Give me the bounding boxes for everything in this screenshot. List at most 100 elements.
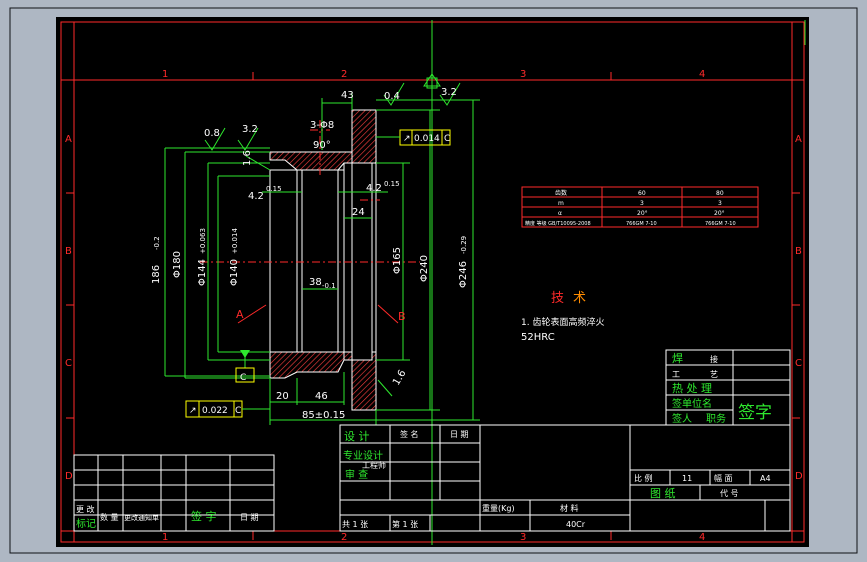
runout-top-frame: ↗ 0.014 C — [376, 129, 451, 146]
tb-designer: 设 计 — [344, 430, 370, 443]
tb-rev-date: 日 期 — [240, 513, 259, 522]
tb-sign: 签 名 — [400, 429, 419, 439]
tb-material-value: 40Cr — [566, 520, 586, 529]
zone-col-2-bottom: 2 — [341, 532, 347, 543]
tb-sheet-value: A4 — [760, 474, 771, 483]
rough-32b: 3.2 — [441, 87, 457, 98]
tb-rev-count: 数 量 — [100, 512, 119, 522]
tb-sign-unit: 签单位名 — [672, 397, 712, 410]
tb-weight-label: 重量(Kg) — [482, 503, 515, 513]
zone-col-2-top: 2 — [341, 69, 347, 80]
tech-title-a: 技 — [551, 291, 564, 306]
dimension-texts: 43 3-Φ8 90° 0.8 3.2 0.4 3.2 1.6 1.6 4.2 … — [151, 87, 469, 421]
rough-16a: 1.6 — [242, 150, 253, 166]
zone-col-4-top: 4 — [699, 69, 705, 80]
section-b-label: B — [398, 310, 406, 323]
zone-row-b-left: B — [65, 246, 72, 257]
rough-32a: 3.2 — [242, 124, 258, 135]
dim-chamfer-left-tol: 0.15 — [266, 185, 282, 193]
tb-signature-big: 签字 — [738, 403, 772, 423]
zone-col-3-bottom: 3 — [520, 532, 526, 543]
dim-246-tol: -0.29 — [460, 236, 468, 254]
tb-sheet-number: 第 1 张 — [392, 519, 418, 529]
dim-140: Φ140 — [229, 259, 240, 286]
zone-row-c-right: C — [795, 358, 802, 369]
dim-chamfer-left: 4.2 — [248, 191, 264, 202]
dim-240: Φ240 — [419, 255, 430, 282]
gear-section-view — [164, 72, 480, 425]
runout-top-ref: C — [444, 134, 450, 144]
param-row4-label: 精度 等级 GB/T10095-2008 — [525, 220, 591, 227]
datum-c-label: C — [240, 373, 246, 383]
dim-38: 38 — [309, 277, 322, 288]
tb-material-label: 材 料 — [560, 503, 579, 513]
tb-scale-value: 11 — [682, 474, 692, 483]
zone-row-d-right: D — [795, 471, 803, 482]
dim-180: Φ180 — [172, 251, 183, 278]
zone-row-a-left: A — [65, 134, 72, 145]
dim-20: 20 — [276, 391, 289, 402]
dim-165: Φ165 — [392, 247, 403, 274]
tb-prof-design: 专业设计 — [343, 449, 383, 462]
datum-c-box — [235, 367, 255, 383]
tb-weld-2: 接 — [710, 354, 718, 364]
param-row3-v2: 20° — [714, 210, 725, 217]
tb-sheet-label: 幅 面 — [714, 473, 733, 483]
tech-line2: 52HRC — [521, 332, 555, 343]
param-row3-label: α — [558, 210, 562, 217]
param-row1-v1: 60 — [638, 190, 646, 197]
zone-labels: 1 2 3 4 1 2 3 4 A B C D A B C D — [65, 69, 803, 543]
zone-row-a-right: A — [795, 134, 802, 145]
tb-weld: 焊 — [672, 351, 683, 365]
zone-col-1-top: 1 — [162, 69, 168, 80]
param-row3-v1: 20° — [637, 210, 648, 217]
rough-08: 0.8 — [204, 128, 220, 139]
param-row1-v2: 80 — [716, 190, 724, 197]
tb-craft: 工 — [672, 370, 680, 379]
tb-scale-label: 比 例 — [634, 473, 653, 483]
param-row1-label: 齿数 — [555, 189, 567, 197]
zone-col-3-top: 3 — [520, 69, 526, 80]
runout-top-value: 0.014 — [414, 134, 440, 144]
dim-90deg: 90° — [313, 140, 331, 151]
param-row4-v2: 766GM 7-10 — [705, 221, 736, 227]
tb-heat-treatment: 热 处 理 — [672, 382, 712, 395]
dim-24: 24 — [352, 207, 365, 218]
tb-rev-sign: 签 字 — [191, 509, 217, 523]
zone-row-d-left: D — [65, 471, 73, 482]
dim-38-tol: -0.1 — [322, 282, 336, 290]
tb-code-label: 代 号 — [720, 488, 739, 498]
runout-top-symbol: ↗ — [403, 134, 411, 144]
tb-position: 职务 — [706, 412, 726, 425]
zone-col-1-bottom: 1 — [162, 532, 168, 543]
dim-140-tol: +0.014 — [231, 228, 239, 254]
param-row2-v1: 3 — [640, 200, 644, 207]
tb-review: 审 查 — [345, 468, 368, 481]
zone-row-b-right: B — [795, 246, 802, 257]
param-row2-v2: 3 — [718, 200, 722, 207]
dim-3-holes: 3-Φ8 — [310, 120, 334, 131]
gear-parameter-table: 齿数 60 80 m 3 3 α 20° 20° 精度 等级 GB/T10095… — [521, 186, 759, 228]
title-block: 焊 热 处 理 签单位名 签人 职务 签字 设 计 专业设计 审 查 图 纸 标… — [73, 349, 791, 532]
tb-rev-docno: 更改通知单 — [124, 513, 159, 522]
tb-date: 日 期 — [450, 430, 469, 439]
outer-viewport-edge — [9, 7, 858, 554]
tech-title-b: 术 — [573, 291, 586, 306]
dim-186-tol: -0.2 — [153, 236, 161, 250]
zone-row-c-left: C — [65, 358, 72, 369]
runout-bottom-value: 0.022 — [202, 406, 228, 416]
dim-85: 85±0.15 — [302, 410, 345, 421]
rough-04: 0.4 — [384, 91, 400, 102]
tb-rev-mark: 标记 — [76, 518, 96, 530]
dim-144: Φ144 — [197, 259, 208, 286]
zone-col-4-bottom: 4 — [699, 532, 705, 543]
technical-requirements: 技 术 1. 齿轮表面高频淬火 52HRC — [521, 291, 604, 343]
tb-drawing: 图 纸 — [650, 487, 676, 500]
dim-chamfer-right: 4.2 — [366, 183, 382, 194]
dim-chamfer-right-tol: 0.15 — [384, 180, 400, 188]
runout-bottom-frame: ↗ 0.022 C — [185, 400, 270, 418]
tb-rev-change: 更 改 — [76, 504, 95, 514]
tech-line1: 1. 齿轮表面高频淬火 — [521, 316, 604, 328]
dim-43: 43 — [341, 90, 354, 101]
